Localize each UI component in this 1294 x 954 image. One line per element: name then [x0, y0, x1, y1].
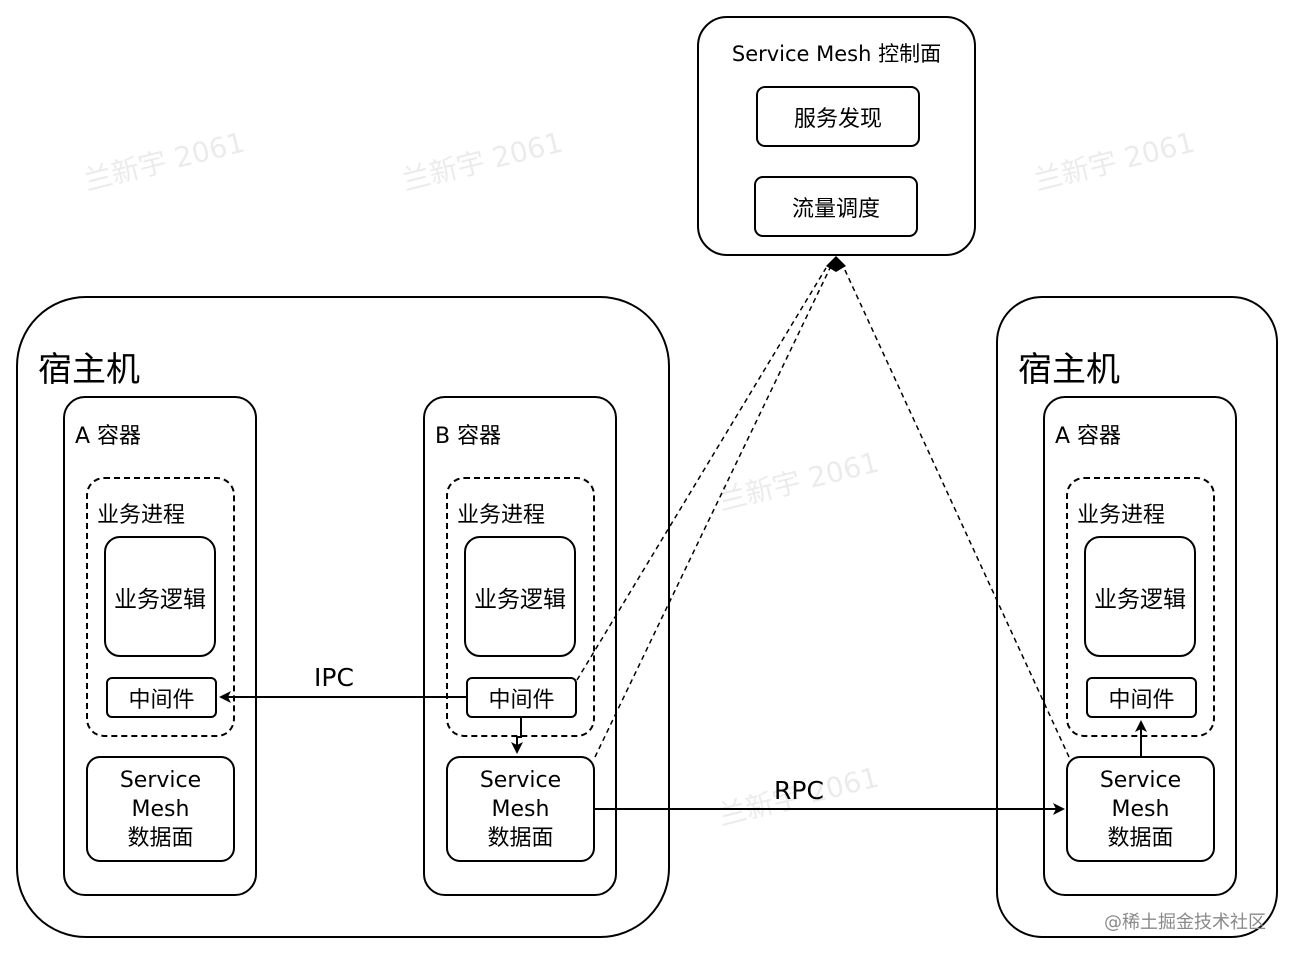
host-right-title: 宿主机: [1018, 350, 1120, 390]
data-plane-line: Service: [1099, 767, 1182, 793]
data-plane: Service Mesh 数据面: [86, 756, 235, 862]
control-link-arrowhead: [826, 256, 846, 272]
business-process-title: 业务进程: [457, 503, 546, 528]
container-title: A 容器: [75, 424, 142, 449]
data-plane-line: Mesh: [1111, 796, 1170, 822]
business-process: 业务进程: [86, 477, 235, 737]
data-plane-line: Service: [479, 767, 562, 793]
data-plane-line: 数据面: [127, 825, 194, 851]
middleware-to-dataplane-arrow: [511, 718, 523, 754]
service-discovery-node: 服务发现: [756, 86, 920, 147]
ipc-label: IPC: [314, 663, 354, 692]
business-process-title: 业务进程: [1077, 503, 1166, 528]
credit-text: @稀土掘金技术社区: [1104, 912, 1266, 933]
business-logic: 业务逻辑: [1084, 536, 1196, 657]
host-left-title: 宿主机: [38, 350, 140, 390]
data-plane: Service Mesh 数据面: [1066, 756, 1215, 862]
middleware: 中间件: [1086, 677, 1197, 718]
control-link-dataplane-b: [594, 267, 831, 758]
control-link-middleware: [576, 267, 827, 681]
container-title: B 容器: [435, 424, 502, 449]
data-plane-line: Mesh: [491, 796, 550, 822]
data-plane-line: 数据面: [487, 825, 554, 851]
middleware: 中间件: [466, 677, 577, 718]
container-title: A 容器: [1055, 424, 1122, 449]
rpc-label: RPC: [774, 776, 824, 805]
business-process-title: 业务进程: [97, 503, 186, 528]
data-plane-line: Mesh: [131, 796, 190, 822]
business-logic: 业务逻辑: [464, 536, 576, 657]
business-logic: 业务逻辑: [104, 536, 216, 657]
data-plane: Service Mesh 数据面: [446, 756, 595, 862]
traffic-scheduling-node: 流量调度: [754, 176, 918, 237]
data-plane-line: Service: [119, 767, 202, 793]
middleware: 中间件: [106, 677, 217, 718]
control-link-dataplane-right: [843, 267, 1070, 758]
data-plane-line: 数据面: [1107, 825, 1174, 851]
control-plane-title: Service Mesh 控制面: [731, 42, 942, 66]
